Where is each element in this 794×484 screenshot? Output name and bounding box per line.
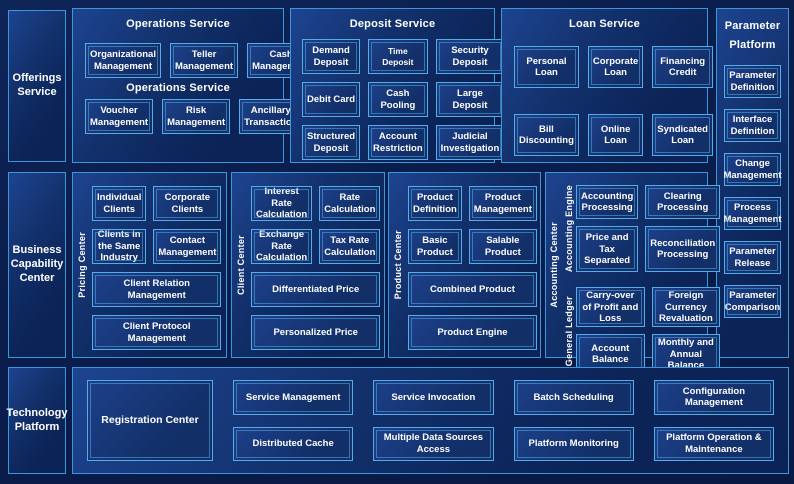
box-accounting-processing: Accounting Processing: [576, 185, 639, 220]
box-individual-clients: Individual Clients: [92, 186, 147, 221]
accounting-engine-group: Accounting Engine Accounting Processing …: [561, 185, 721, 273]
box-risk-management: Risk Management: [162, 99, 231, 134]
general-ledger-group: General Ledger Carry-over of Profit and …: [561, 287, 721, 375]
box-client-relation-management: Client Relation Management: [92, 272, 222, 307]
box-parameter-release: Parameter Release: [724, 241, 781, 275]
box-basic-product: Basic Product: [408, 229, 462, 264]
box-clients-same-industry: Clients in the Same Industry: [92, 229, 147, 264]
pricing-center-panel: Pricing Center Individual Clients Corpor…: [72, 172, 227, 358]
deposit-service-panel: Deposit Service Demand Deposit Time Depo…: [290, 8, 505, 163]
box-configuration-management: Configuration Management: [653, 380, 774, 415]
box-cash-pooling: Cash Pooling: [368, 82, 428, 117]
box-personalized-price: Personalized Price: [251, 315, 381, 350]
box-change-management: Change Management: [723, 153, 782, 187]
product-center-label: Product Center: [392, 230, 403, 300]
box-product-management: Product Management: [468, 186, 537, 221]
box-carry-over-profit-loss: Carry-over of Profit and Loss: [576, 287, 645, 328]
technology-platform-label: Technology Platform: [7, 367, 67, 474]
operations-row-2: Voucher Management Risk Management Ancil…: [73, 99, 303, 134]
parameter-platform-panel: Parameter Platform Parameter Definition …: [716, 8, 789, 358]
box-personal-loan: Personal Loan: [514, 46, 579, 88]
operations-row-1: Organizational Management Teller Managem…: [73, 43, 316, 78]
box-parameter-definition: Parameter Definition: [724, 65, 781, 99]
box-platform-monitoring: Platform Monitoring: [513, 426, 634, 461]
offerings-service-label: Offerings Service: [8, 10, 66, 162]
box-bill-discounting: Bill Discounting: [514, 114, 579, 156]
box-judicial-investigation: Judicial Investigation: [435, 125, 505, 160]
box-price-and-tax-separated: Price and Tax Separated: [576, 226, 639, 273]
box-product-engine: Product Engine: [408, 315, 537, 350]
technology-grid: Service Management Service Invocation Ba…: [233, 380, 774, 461]
box-differentiated-price: Differentiated Price: [251, 272, 381, 307]
box-service-management: Service Management: [233, 380, 354, 415]
box-corporate-loan: Corporate Loan: [587, 46, 644, 88]
box-product-definition: Product Definition: [408, 186, 462, 221]
box-security-deposit: Security Deposit: [435, 39, 505, 74]
product-center-panel: Product Center Product Definition Produc…: [388, 172, 541, 358]
client-center-label: Client Center: [235, 235, 246, 295]
loan-service-title: Loan Service: [569, 18, 640, 30]
box-reconciliation-processing: Reconciliation Processing: [645, 226, 721, 273]
box-salable-product: Salable Product: [468, 229, 537, 264]
loan-grid: Personal Loan Corporate Loan Financing C…: [502, 46, 713, 156]
business-capability-center-label: Business Capability Center: [8, 172, 66, 358]
box-clearing-processing: Clearing Processing: [645, 185, 721, 220]
box-online-loan: Online Loan: [587, 114, 644, 156]
box-process-management: Process Management: [723, 197, 782, 231]
box-syndicated-loan: Syndicated Loan: [652, 114, 713, 156]
box-contact-management: Contact Management: [153, 229, 222, 264]
accounting-center-label: Accounting Center: [548, 222, 559, 308]
box-multiple-data-sources-access: Multiple Data Sources Access: [373, 426, 494, 461]
box-service-invocation: Service Invocation: [373, 380, 494, 415]
box-interest-rate-calculation: Interest Rate Calculation: [251, 186, 313, 221]
pricing-center-label: Pricing Center: [76, 232, 87, 298]
box-corporate-clients: Corporate Clients: [153, 186, 222, 221]
box-demand-deposit: Demand Deposit: [302, 39, 361, 74]
operations-service-subtitle: Operations Service: [126, 82, 230, 94]
box-combined-product: Combined Product: [408, 272, 537, 307]
deposit-grid: Demand Deposit Time Deposit Security Dep…: [291, 39, 505, 160]
parameter-platform-title: Parameter Platform: [724, 20, 781, 51]
box-client-protocol-management: Client Protocol Management: [92, 315, 222, 350]
accounting-engine-label: Accounting Engine: [563, 185, 574, 273]
box-structured-deposit: Structured Deposit: [302, 125, 361, 160]
client-center-panel: Client Center Interest Rate Calculation …: [231, 172, 385, 358]
box-foreign-currency-revaluation: Foreign Currency Revaluation: [651, 287, 721, 328]
accounting-center-panel: Accounting Center Accounting Engine Acco…: [545, 172, 721, 375]
box-organizational-management: Organizational Management: [85, 43, 161, 78]
loan-service-panel: Loan Service Personal Loan Corporate Loa…: [501, 8, 713, 163]
box-batch-scheduling: Batch Scheduling: [513, 380, 634, 415]
box-distributed-cache: Distributed Cache: [233, 426, 354, 461]
box-parameter-comparison: Parameter Comparison: [724, 285, 781, 319]
deposit-service-title: Deposit Service: [349, 18, 436, 30]
box-teller-management: Teller Management: [169, 43, 239, 78]
box-voucher-management: Voucher Management: [85, 99, 154, 134]
general-ledger-label: General Ledger: [563, 295, 574, 366]
box-rate-calculation: Rate Calculation: [319, 186, 381, 221]
box-debit-card: Debit Card: [302, 82, 361, 117]
box-tax-rate-calculation: Tax Rate Calculation: [319, 229, 381, 264]
box-interface-definition: Interface Definition: [724, 109, 781, 143]
box-platform-operation-maintenance: Platform Operation & Maintenance: [653, 426, 774, 461]
box-account-restriction: Account Restriction: [368, 125, 428, 160]
box-time-deposit: Time Deposit: [368, 39, 428, 74]
operations-service-title: Operations Service: [126, 18, 230, 30]
box-registration-center: Registration Center: [87, 380, 213, 461]
technology-platform-panel: Registration Center Service Management S…: [72, 367, 789, 474]
box-large-deposit: Large Deposit: [435, 82, 505, 117]
box-exchange-rate-calculation: Exchange Rate Calculation: [251, 229, 313, 264]
box-financing-credit: Financing Credit: [652, 46, 713, 88]
operations-service-panel: Operations Service Organizational Manage…: [72, 8, 316, 163]
